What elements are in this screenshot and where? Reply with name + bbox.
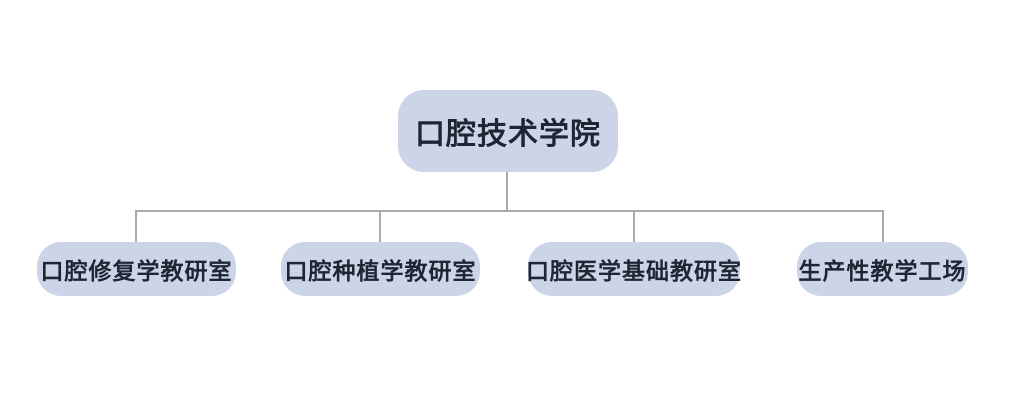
connector-drop-1 — [135, 212, 137, 242]
org-node-child-4: 生产性教学工场 — [797, 242, 968, 296]
connector-horizontal-rail — [135, 210, 884, 212]
connector-drop-3 — [633, 212, 635, 242]
connector-drop-2 — [379, 212, 381, 242]
connector-drop-4 — [882, 212, 884, 242]
connector-root-stub — [506, 172, 508, 212]
org-node-child-3: 口腔医学基础教研室 — [526, 242, 741, 296]
org-node-root: 口腔技术学院 — [398, 90, 618, 172]
org-node-child-2: 口腔种植学教研室 — [281, 242, 480, 296]
org-node-child-1: 口腔修复学教研室 — [37, 242, 236, 296]
